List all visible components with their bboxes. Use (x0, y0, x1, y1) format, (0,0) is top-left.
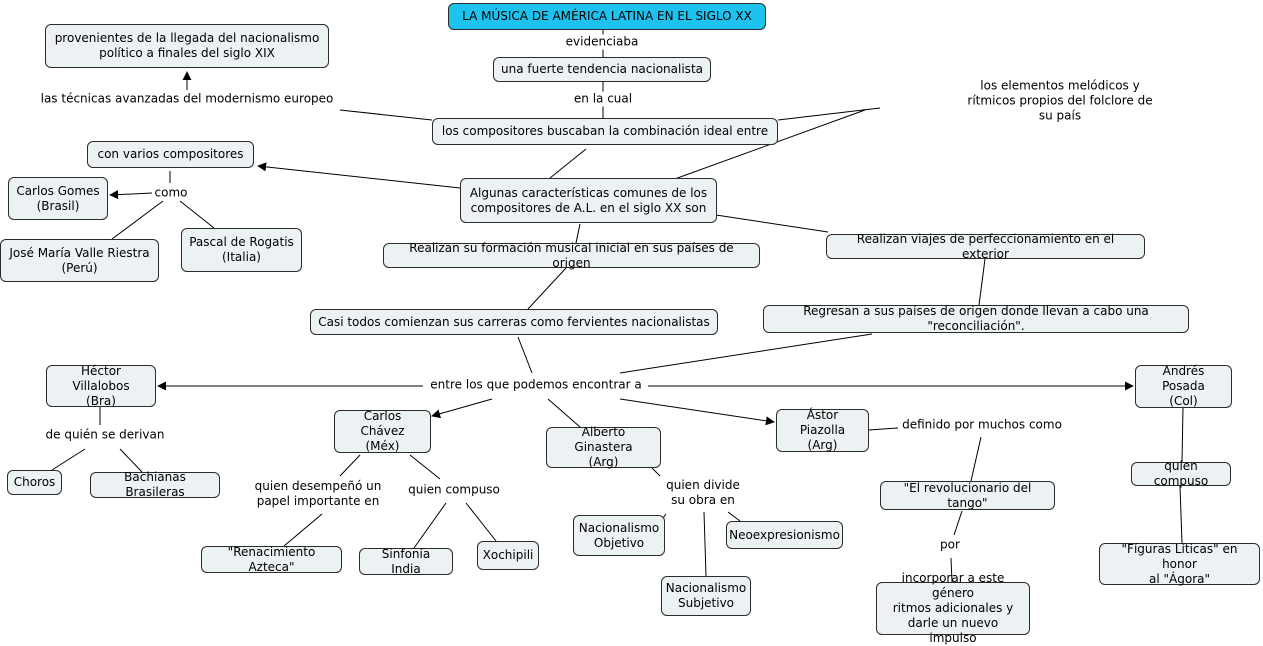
phrase-compuso-chavez: quien compuso (406, 482, 502, 498)
concept-viajes[interactable]: Realizan viajes de perfeccionamiento en … (826, 232, 1145, 261)
concept-sinfonia-india[interactable]: Sinfonía India (359, 547, 453, 576)
phrase-como: como (152, 185, 190, 201)
phrase-por: por (938, 537, 962, 553)
concept-rogatis[interactable]: Pascal de Rogatis (Italia) (181, 228, 302, 272)
concept-villalobos[interactable]: Héctor Villalobos (Bra) (46, 364, 156, 408)
concept-revolucionario[interactable]: "El revolucionario del tango" (880, 481, 1055, 510)
phrase-divide: quien divide su obra en (664, 478, 742, 508)
concept-buscaban[interactable]: los compositores buscaban la combinación… (432, 118, 778, 145)
concept-xochipili[interactable]: Xochipili (477, 541, 539, 570)
phrase-en-la-cual: en la cual (571, 91, 635, 107)
concept-ginastera[interactable]: Alberto Ginastera (Arg) (546, 425, 661, 469)
concept-renacimiento[interactable]: "Renacimiento Azteca" (201, 545, 342, 574)
concept-quien-compuso-posada[interactable]: quien compuso (1131, 459, 1231, 488)
phrase-elementos: los elementos melódicos y rítmicos propi… (958, 78, 1162, 124)
map-title[interactable]: LA MÚSICA DE AMÉRICA LATINA EN EL SIGLO … (448, 3, 766, 30)
concept-fervientes[interactable]: Casi todos comienzan sus carreras como f… (310, 309, 718, 335)
concept-bachianas[interactable]: Bachianas Brasileras (90, 470, 220, 499)
phrase-definido: definido por muchos como (900, 417, 1064, 433)
phrase-desempeno: quien desempeñó un papel importante en (252, 479, 384, 509)
concept-caracteristicas[interactable]: Algunas características comunes de los c… (460, 178, 717, 223)
concept-nacionalismo-objetivo[interactable]: Nacionalismo Objetivo (573, 515, 665, 556)
concept-incorporar[interactable]: incorporar a este género ritmos adiciona… (876, 571, 1030, 645)
concept-nacionalismo-subjetivo[interactable]: Nacionalismo Subjetivo (661, 576, 751, 616)
concept-posada[interactable]: Andrés Posada (Col) (1135, 364, 1232, 408)
concept-chavez[interactable]: Carlos Chávez (Méx) (334, 409, 431, 453)
concept-provenientes[interactable]: provenientes de la llegada del nacionali… (45, 24, 329, 68)
phrase-evidenciaba: evidenciaba (563, 34, 641, 50)
concept-figuras-liticas[interactable]: "Fíguras Líticas" en honor al "Ágora" (1099, 542, 1260, 586)
phrase-entre: entre los que podemos encontrar a (428, 377, 644, 393)
concept-regresan[interactable]: Regresan a sus países de origen donde ll… (763, 304, 1189, 333)
concept-piazzolla[interactable]: Ástor Piazolla (Arg) (776, 408, 869, 452)
concept-valle-riestra[interactable]: José María Valle Riestra (Perú) (0, 239, 159, 282)
phrase-derivan: de quién se derivan (43, 427, 167, 443)
phrase-tecnicas: las técnicas avanzadas del modernismo eu… (38, 91, 336, 107)
concept-tendencia[interactable]: una fuerte tendencia nacionalista (493, 57, 711, 82)
concept-carlos-gomes[interactable]: Carlos Gomes (Brasil) (8, 177, 108, 220)
concept-formacion[interactable]: Realizan su formación musical inicial en… (383, 241, 760, 270)
concept-choros[interactable]: Choros (7, 470, 62, 495)
concept-neoexpresionismo[interactable]: Neoexpresionismo (726, 521, 843, 549)
concept-varios-compositores[interactable]: con varios compositores (87, 141, 254, 168)
